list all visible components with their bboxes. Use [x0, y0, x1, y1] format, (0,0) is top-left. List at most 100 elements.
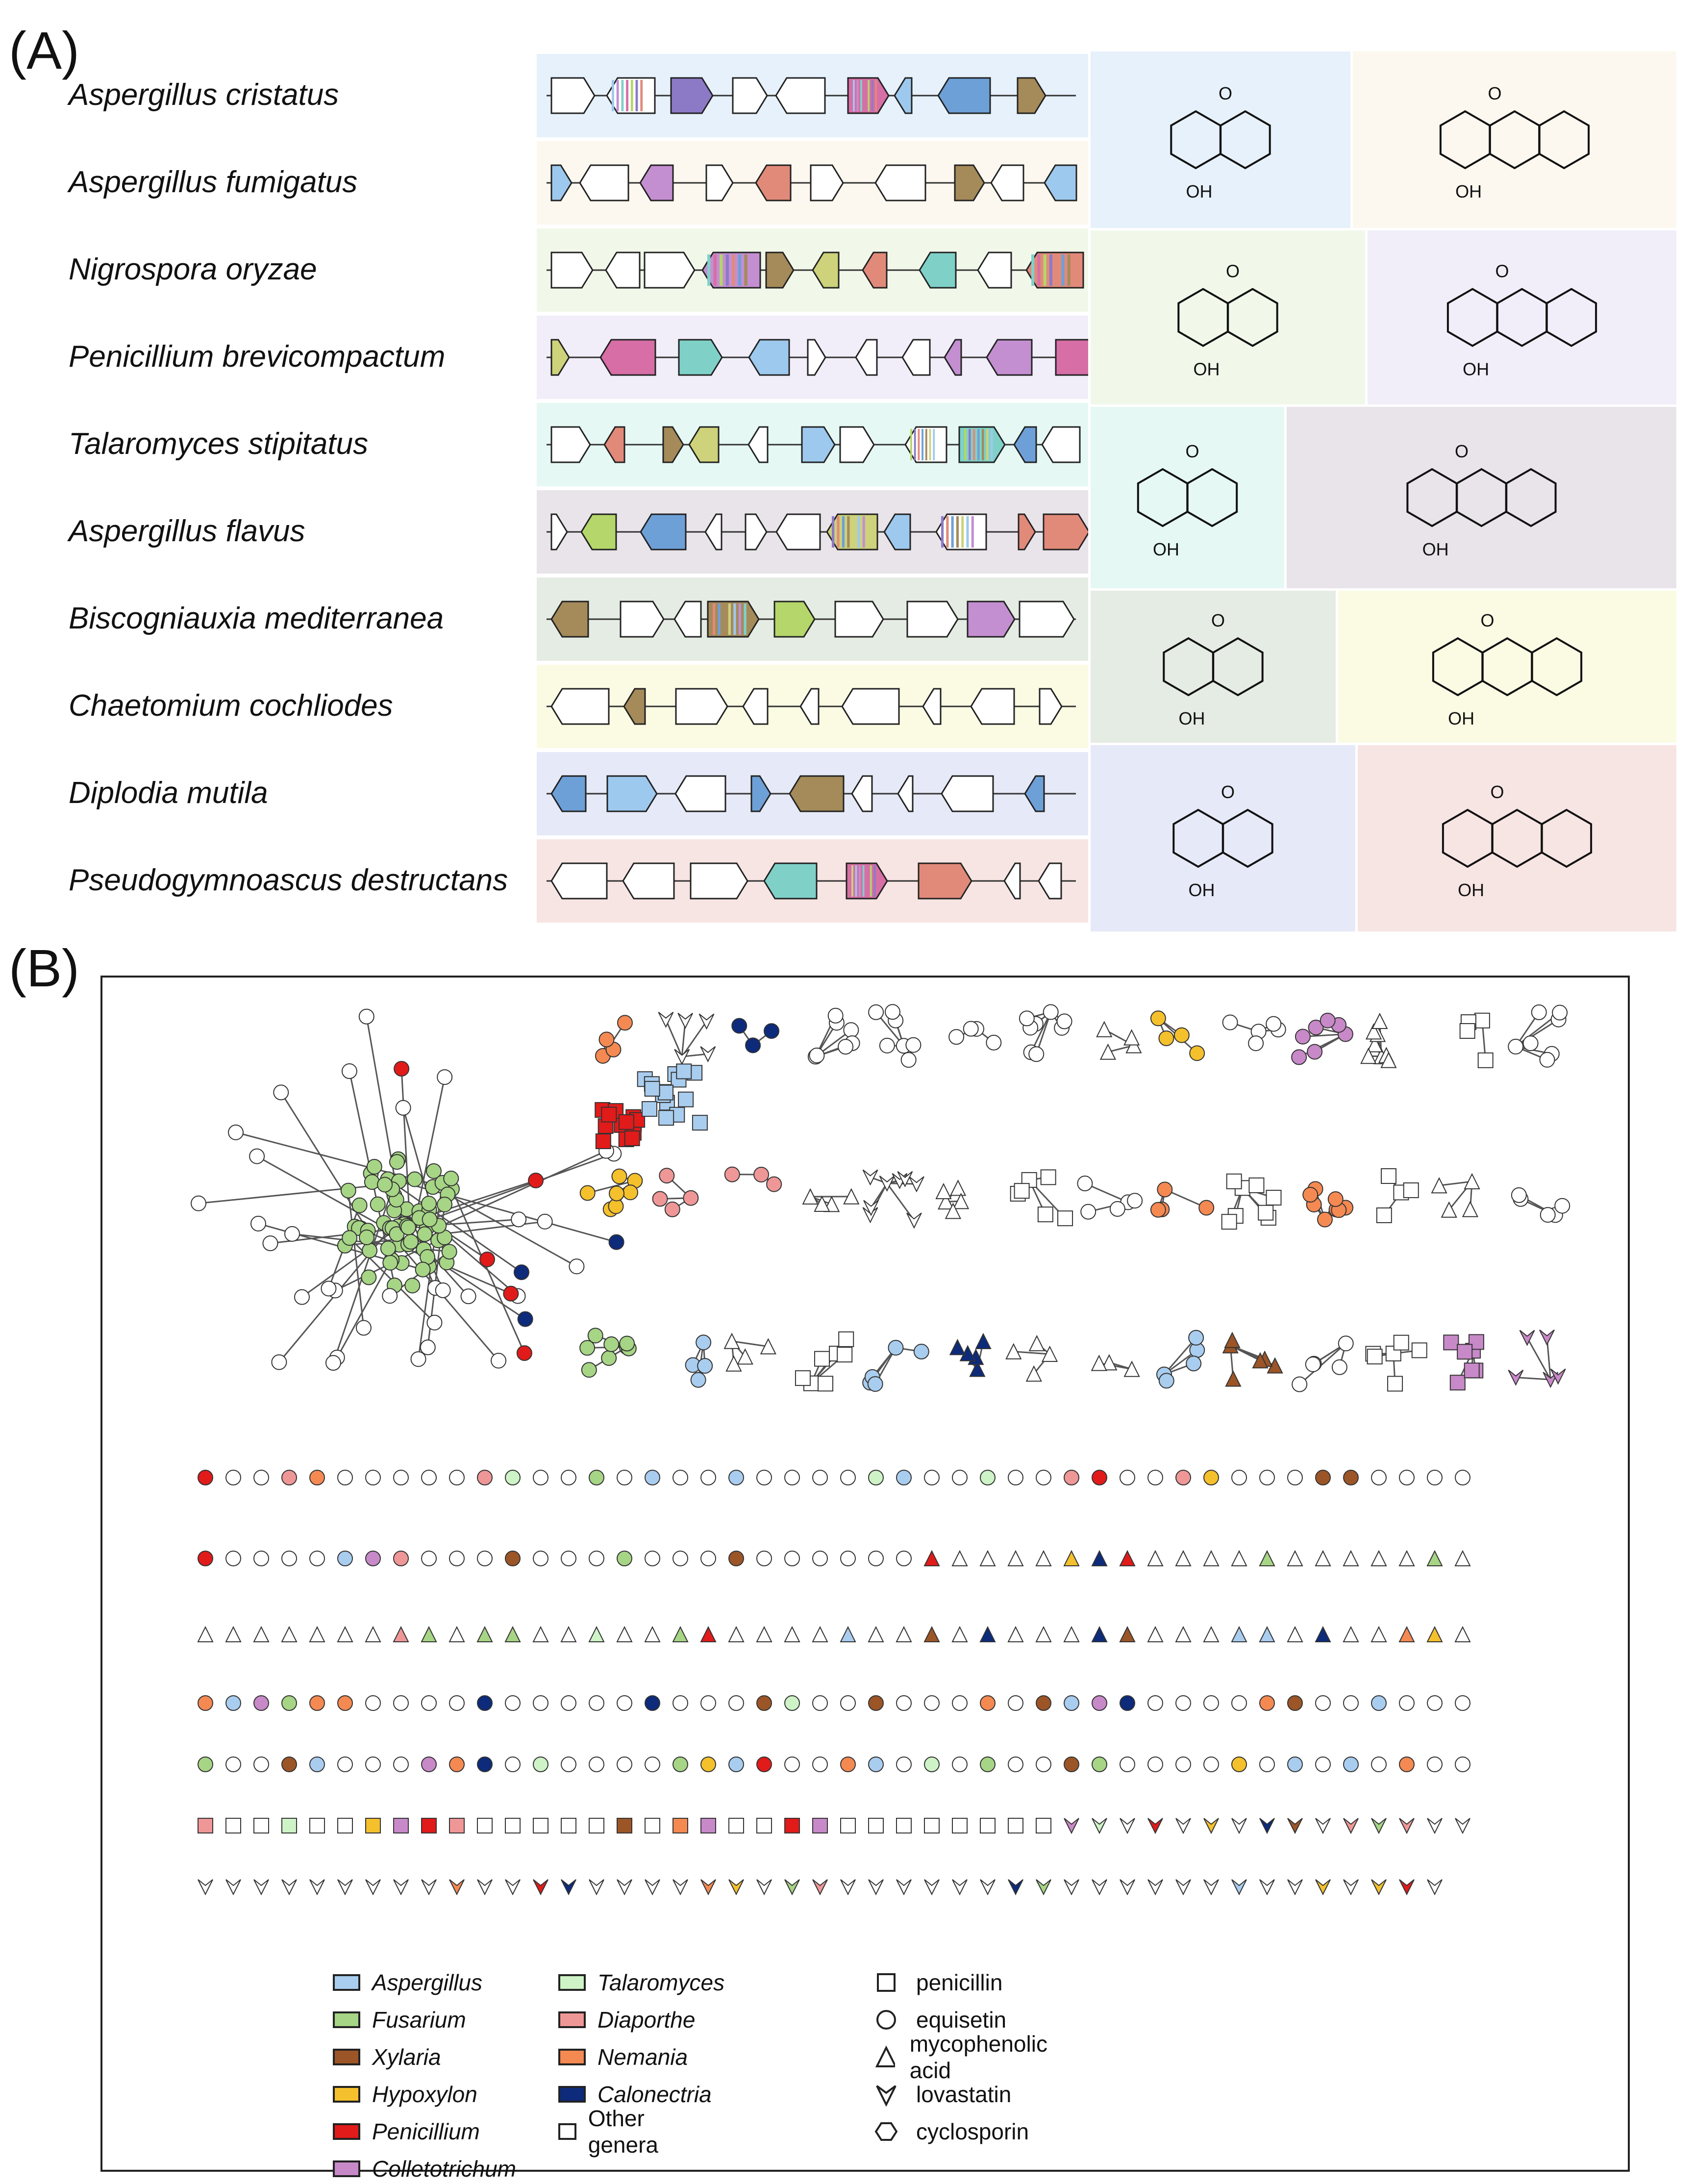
network-node: [728, 1551, 744, 1566]
svg-text:O: O: [1488, 83, 1501, 103]
network-node: [905, 1037, 922, 1053]
network-node: [1252, 1352, 1269, 1369]
network-node: [533, 1551, 548, 1566]
network-node: [1036, 1818, 1051, 1833]
network-node: [698, 1013, 715, 1030]
network-node: [437, 1197, 453, 1213]
svg-text:O: O: [1185, 441, 1199, 461]
network-node: [598, 1031, 615, 1048]
legend-shape-item: equisetin: [872, 2005, 1006, 2034]
gene-arrow: [1043, 513, 1088, 551]
network-node: [513, 1264, 529, 1280]
network-node: [561, 1695, 576, 1711]
gene-arrow: [742, 688, 769, 725]
network-node: [421, 1757, 437, 1772]
svg-text:O: O: [1221, 782, 1235, 802]
network-node: [1539, 1052, 1555, 1068]
network-node: [645, 1695, 660, 1711]
network-node: [1248, 1035, 1264, 1052]
network-node: [581, 1362, 597, 1378]
network-node: [728, 1879, 744, 1896]
network-node: [1457, 1344, 1473, 1360]
triangle-icon: [875, 2045, 895, 2067]
network-node: [587, 1328, 603, 1344]
network-node: [1464, 1173, 1480, 1189]
network-node: [700, 1470, 716, 1485]
network-node: [448, 1626, 465, 1642]
vee-icon: [876, 2085, 897, 2107]
gene-arrow: [977, 251, 1012, 289]
network-node: [504, 1626, 521, 1642]
gene-arrow: [855, 339, 878, 376]
network-node: [476, 1626, 493, 1642]
network-node: [838, 1039, 854, 1055]
network-node: [1371, 1470, 1387, 1485]
network-node: [763, 1023, 779, 1039]
gene-arrow: [750, 775, 772, 812]
network-node: [1259, 1550, 1275, 1566]
network-node: [728, 1818, 744, 1833]
network-node: [197, 1626, 214, 1642]
network-node: [1462, 1201, 1479, 1217]
gene-arrow: [550, 251, 594, 289]
network-node: [700, 1695, 716, 1711]
network-node: [1175, 1695, 1191, 1711]
network-node: [1092, 1757, 1107, 1772]
network-node: [677, 1012, 694, 1029]
network-node: [281, 1626, 298, 1642]
network-node: [1008, 1470, 1023, 1485]
legend-genus-item: Other genera: [558, 2106, 668, 2158]
network-node: [517, 1311, 533, 1327]
network-node: [532, 1626, 549, 1642]
network-node: [1008, 1695, 1023, 1711]
network-node: [795, 1370, 811, 1386]
legend-genus-item: Talaromyces: [558, 1968, 724, 1997]
network-node: [1175, 1550, 1192, 1566]
network-node: [696, 1334, 712, 1351]
network-node: [617, 1470, 632, 1485]
network-node: [1474, 1012, 1490, 1029]
network-node: [1080, 1204, 1096, 1220]
network-node: [617, 1695, 632, 1711]
network-node: [1123, 1029, 1140, 1046]
network-node: [1147, 1470, 1163, 1485]
network-node: [1315, 1550, 1331, 1566]
network-node: [422, 1211, 438, 1228]
network-node: [1426, 1550, 1443, 1566]
gene-arrow: [1017, 77, 1046, 114]
network-node: [253, 1695, 269, 1711]
gene-arrow: [799, 688, 820, 725]
network-node: [415, 1261, 431, 1278]
network-node: [1343, 1757, 1359, 1772]
network-node: [676, 1063, 692, 1079]
network-node: [1459, 1023, 1475, 1039]
gene-arrow: [644, 251, 696, 289]
network-node: [579, 1340, 596, 1356]
network-node: [1522, 1035, 1539, 1052]
network-node: [617, 1818, 632, 1833]
legend-genus-item: Colletotrichum: [333, 2154, 516, 2184]
network-node: [273, 1084, 289, 1101]
network-node: [358, 1008, 374, 1025]
network-node: [1398, 1626, 1415, 1642]
network-node: [579, 1185, 596, 1201]
gene-arrow: [807, 339, 826, 376]
network-node: [341, 1063, 357, 1079]
network-node: [250, 1215, 266, 1231]
svg-text:O: O: [1490, 782, 1504, 802]
network-node: [1455, 1470, 1470, 1485]
network-node: [1056, 1013, 1072, 1029]
network-node: [1315, 1626, 1331, 1642]
network-node: [505, 1551, 521, 1566]
network-node: [812, 1626, 828, 1642]
network-node: [884, 1004, 900, 1020]
gene-arrow: [1041, 426, 1081, 463]
legend-genus-label: Talaromyces: [598, 1970, 725, 1995]
network-node: [437, 1069, 453, 1085]
network-node: [1305, 1356, 1321, 1373]
network-node: [395, 1100, 411, 1116]
gene-arrow: [954, 164, 985, 201]
gene-arrow: [704, 513, 722, 551]
